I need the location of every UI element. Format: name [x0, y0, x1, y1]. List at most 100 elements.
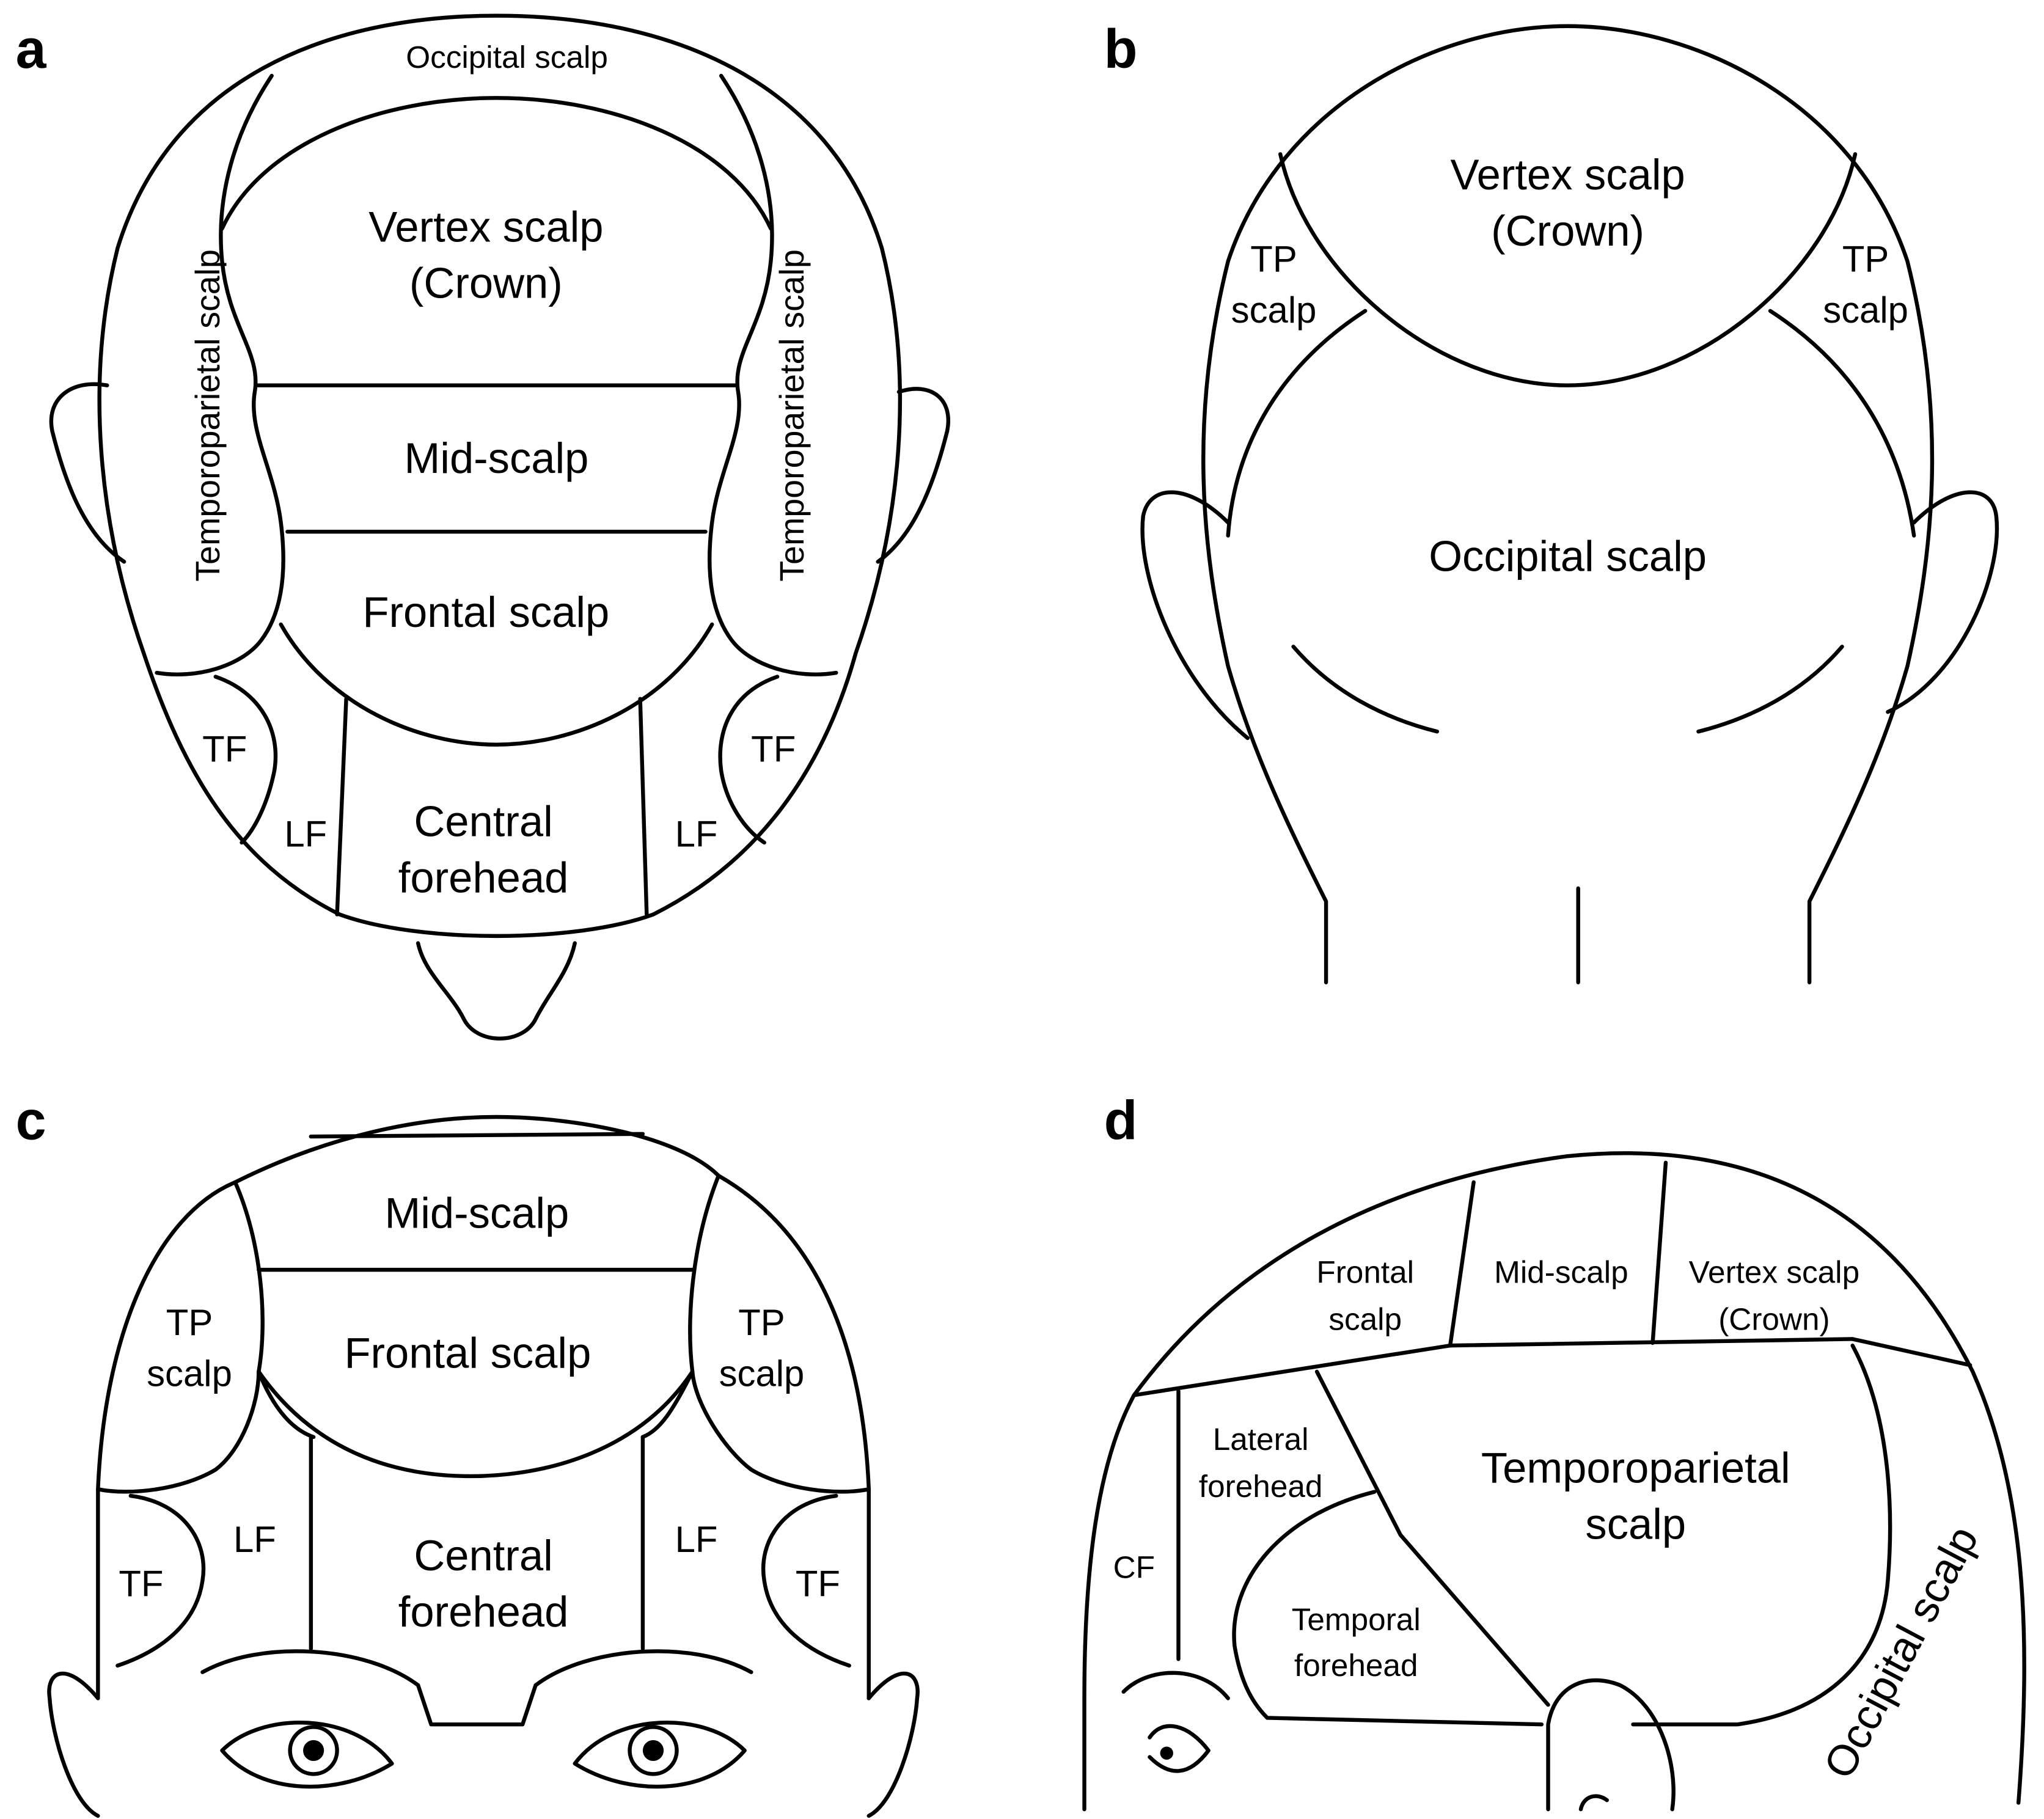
d-cf-label: CF [1113, 1550, 1155, 1585]
panel-b: b Vertex scalp (Crown) TP scalp TP scalp… [1104, 19, 1999, 984]
frontal-lower-arc [279, 622, 714, 747]
a-central-label-2: forehead [398, 853, 569, 901]
b-tp-left-label-2: scalp [1231, 290, 1317, 331]
b-occipital-label: Occipital scalp [1429, 532, 1707, 580]
d-tp-rear-boundary [1631, 1343, 1892, 1727]
c-central-label-1: Central [414, 1531, 552, 1579]
d-pupil [1160, 1746, 1173, 1760]
left-ear [49, 382, 126, 564]
head-outline [97, 13, 903, 939]
d-hairline [1132, 1343, 1452, 1397]
back-head-outline [1201, 24, 1935, 984]
c-tp-left-label-2: scalp [147, 1353, 232, 1394]
d-ear [1546, 1678, 1676, 1812]
d-occipital-boundary [1850, 1337, 1973, 1367]
c-nose-bridge [416, 1683, 538, 1727]
right-ear [876, 387, 950, 564]
b-tp-right-label-2: scalp [1823, 290, 1908, 331]
a-vertex-label-1: Vertex scalp [368, 203, 603, 251]
b-tp-right-boundary [1768, 309, 1916, 538]
c-tp-right-boundary [640, 1173, 721, 1440]
a-central-label-1: Central [414, 797, 552, 845]
d-mid-vertex-divider [1650, 1160, 1668, 1345]
a-frontal-label: Frontal scalp [362, 588, 609, 636]
tf-right-boundary [718, 675, 780, 845]
tp-left-boundary [155, 73, 285, 676]
c-tf-left-boundary [115, 1493, 206, 1668]
d-brow [1121, 1671, 1230, 1700]
central-left-divider [335, 697, 348, 917]
c-top-divider [309, 1132, 645, 1139]
central-right-divider [638, 697, 649, 917]
c-tp-left-label-1: TP [166, 1302, 213, 1343]
b-hairline-right [1696, 645, 1844, 734]
d-mid-label: Mid-scalp [1494, 1255, 1628, 1290]
c-tp-right-label-1: TP [738, 1302, 785, 1343]
a-tp-right-label: Temporoparietal scalp [773, 249, 811, 582]
b-tp-left-boundary [1226, 309, 1368, 538]
c-lf-right-label: LF [675, 1519, 718, 1560]
c-left-ear [47, 1671, 100, 1818]
b-left-ear [1140, 490, 1250, 741]
panel-c-letter: c [16, 1090, 46, 1151]
c-left-iris [288, 1725, 339, 1776]
c-right-iris [628, 1725, 679, 1776]
b-hairline-left [1291, 645, 1440, 734]
d-head-outline [1082, 1151, 2026, 1812]
c-tp-right-label-2: scalp [719, 1353, 805, 1394]
c-right-pupil [642, 1740, 664, 1762]
d-tp-label-1: Temporoparietal [1481, 1444, 1790, 1492]
panel-a: a Occipital scalp Vertex scalp (Crown) M… [16, 13, 950, 1041]
d-frontal-label-2: scalp [1328, 1301, 1402, 1336]
a-tf-left-label: TF [202, 728, 247, 769]
c-tp-left-boundary [233, 1180, 316, 1440]
d-lateral-label-2: forehead [1199, 1469, 1323, 1504]
panel-c: c Mid-scalp Frontal scalp TP scalp TP sc… [16, 1090, 920, 1818]
d-temporal-label-1: Temporal [1292, 1602, 1421, 1637]
b-right-ear [1886, 490, 1999, 714]
d-frontal-mid-divider [1448, 1180, 1476, 1348]
c-left-eye [220, 1721, 394, 1789]
c-left-pupil [303, 1740, 324, 1762]
c-tp-right-lower [690, 1369, 871, 1494]
a-tf-right-label: TF [751, 728, 796, 769]
b-vertex-label-2: (Crown) [1491, 207, 1644, 255]
c-tf-right-label: TF [796, 1564, 840, 1605]
tf-left-boundary [213, 675, 278, 845]
d-ear-inner [1578, 1794, 1609, 1812]
c-tp-left-lower [96, 1369, 261, 1494]
c-tf-right-boundary [761, 1493, 851, 1668]
c-right-eye [573, 1721, 747, 1789]
c-head-outline [96, 1114, 871, 1700]
c-right-ear [866, 1671, 920, 1818]
d-temporal-label-2: forehead [1294, 1648, 1418, 1683]
c-left-brow [200, 1649, 420, 1688]
b-tp-right-label-1: TP [1842, 239, 1889, 280]
panel-d: d Frontal scalp Mid-scalp Vertex scalp (… [1082, 1090, 2026, 1812]
d-frontal-label-1: Frontal [1316, 1255, 1414, 1290]
d-eye [1148, 1724, 1211, 1773]
d-temporal-boundary [1232, 1490, 1544, 1727]
c-frontal-label: Frontal scalp [344, 1328, 591, 1377]
d-vertex-label-2: (Crown) [1718, 1301, 1830, 1336]
nose [416, 941, 577, 1041]
panel-d-letter: d [1104, 1090, 1138, 1151]
a-lf-left-label: LF [284, 813, 327, 854]
d-lateral-boundary [1314, 1369, 1550, 1707]
d-vertex-label-1: Vertex scalp [1689, 1255, 1859, 1290]
b-vertex-label-1: Vertex scalp [1450, 150, 1685, 199]
c-lf-left-label: LF [233, 1519, 276, 1560]
b-vertex-arc [1278, 152, 1858, 387]
tp-right-boundary [708, 73, 838, 676]
vertex-arc [220, 96, 773, 231]
d-tp-label-2: scalp [1585, 1500, 1686, 1548]
c-frontal-lower-arc [257, 1369, 695, 1479]
c-tf-left-label: TF [119, 1564, 163, 1605]
c-mid-label: Mid-scalp [384, 1189, 569, 1237]
c-central-label-2: forehead [398, 1587, 569, 1636]
a-lf-right-label: LF [675, 813, 718, 854]
a-occipital-label: Occipital scalp [406, 40, 608, 75]
a-tp-left-label: Temporoparietal scalp [189, 249, 227, 582]
b-tp-left-label-1: TP [1250, 239, 1297, 280]
